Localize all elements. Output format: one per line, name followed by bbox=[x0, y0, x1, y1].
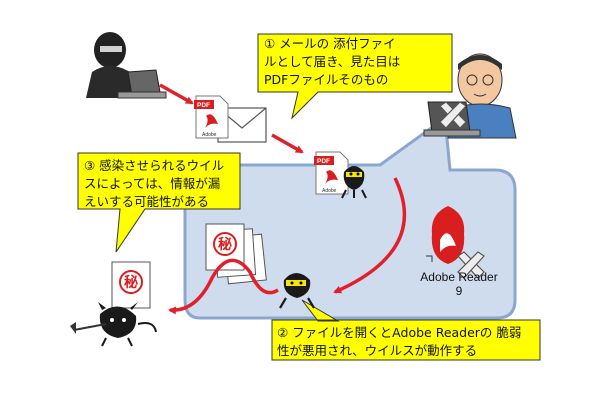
arrow-mail-to-pdf bbox=[271, 133, 304, 154]
callout-step2 bbox=[271, 299, 541, 361]
adobe-reader-icon bbox=[426, 206, 465, 264]
arrow-pdf-to-virus bbox=[333, 177, 406, 294]
callout-step1-text: ① メールの 添付ファイ ルとして届き、見た目は PDFファイルそのもの bbox=[264, 35, 444, 89]
callout-step3-line: えいする可能性がある bbox=[84, 194, 210, 209]
secret-mark: 秘 bbox=[124, 274, 138, 291]
devil-virus-icon: 秘 bbox=[70, 261, 157, 347]
adobe-tag-label: Adobe bbox=[322, 188, 337, 194]
callout-step3 bbox=[77, 152, 241, 253]
virus-icon bbox=[341, 166, 367, 199]
disabled-x-icon bbox=[439, 101, 467, 129]
pdf-file-icon: PDF Adobe bbox=[194, 95, 229, 139]
arrow-hacker-to-mail bbox=[159, 83, 194, 105]
callout-step2-line: 性が悪用され、ウイルスが動作する bbox=[277, 343, 478, 358]
callout-step2-line: ② ファイルを開くとAdobe Readerの 脆弱 bbox=[277, 325, 522, 340]
disabled-x-icon bbox=[457, 251, 485, 279]
virus-icon bbox=[279, 273, 315, 309]
callout-step3-line: ③ 感染させられるウイル bbox=[84, 158, 225, 173]
secret-mark: 秘 bbox=[218, 236, 232, 253]
callout-step1-line: PDFファイルそのもの bbox=[264, 72, 389, 87]
callout-step1-line: ルとして届き、見た目は bbox=[264, 54, 401, 69]
adobe-tag-label: Adobe bbox=[202, 132, 217, 138]
arrow-virus-to-leak bbox=[168, 258, 279, 315]
callout-step3-text: ③ 感染させられるウイル スによっては、情報が漏 えいする可能性がある bbox=[84, 157, 234, 211]
app-version-label: 9 bbox=[455, 284, 463, 298]
app-name-label: Adobe Reader bbox=[420, 270, 498, 284]
callout-step1 bbox=[257, 33, 453, 120]
callout-step3-line: スによっては、情報が漏 bbox=[84, 176, 221, 191]
pdf-tag-label: PDF bbox=[317, 158, 330, 165]
pdf-file-icon: PDF Adobe bbox=[314, 151, 349, 195]
callout-step2-text: ② ファイルを開くとAdobe Readerの 脆弱 性が悪用され、ウイルスが動… bbox=[277, 324, 567, 360]
hacker-icon bbox=[86, 32, 167, 99]
callout-step1-line: ① メールの 添付ファイ bbox=[264, 36, 396, 51]
pdf-tag-label: PDF bbox=[197, 102, 210, 109]
